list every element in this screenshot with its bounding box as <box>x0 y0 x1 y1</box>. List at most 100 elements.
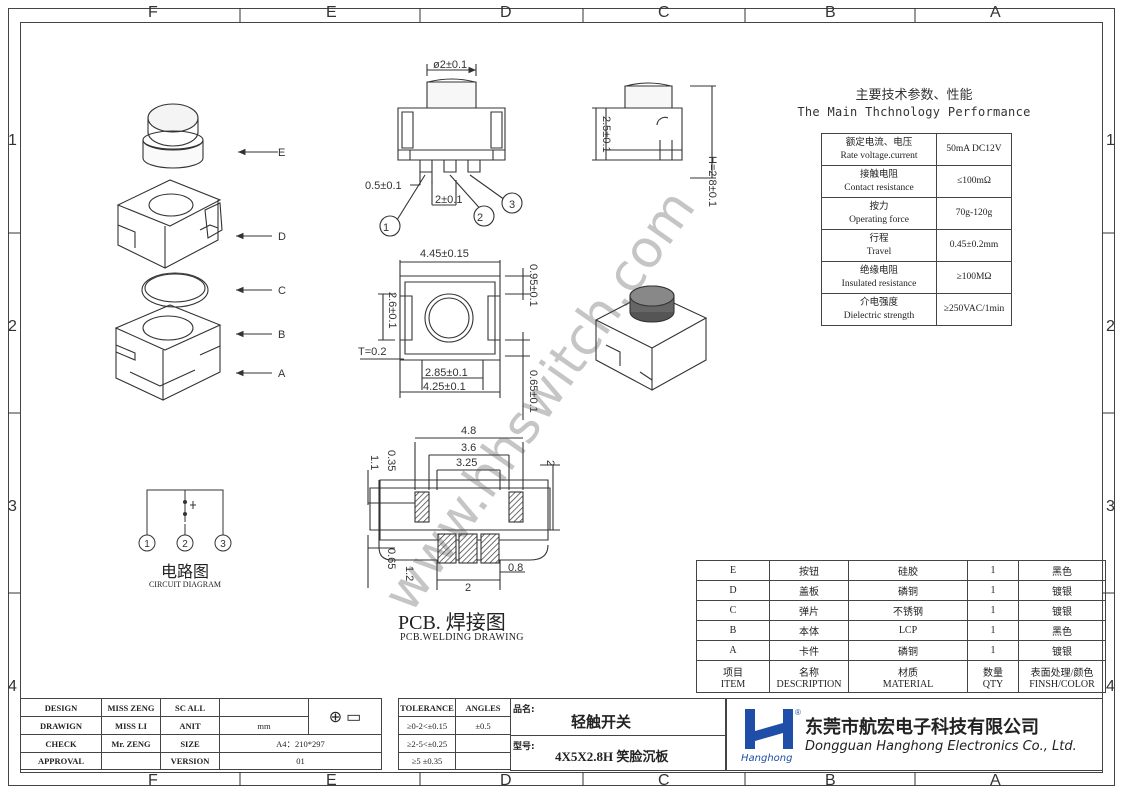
spec-cn: 接触电阻 <box>859 169 898 180</box>
inner-border <box>20 22 1103 773</box>
spec-row: 行程 Travel 0.45±0.2mm <box>821 229 1012 262</box>
company-name-cn: 东莞市航宏电子科技有限公司 <box>805 717 1039 738</box>
dim-text: 3.25 <box>456 457 477 469</box>
zone-col-bottom: A <box>990 772 1001 789</box>
dim-text: 2.6±0.1 <box>386 292 398 329</box>
zone-col-top: A <box>990 4 1001 21</box>
zone-row-right: 3 <box>1106 498 1115 515</box>
part-b-body <box>114 304 222 401</box>
logo-text: Hanghong <box>741 753 793 764</box>
pin-num: 2 <box>477 212 483 224</box>
spec-en: Operating force <box>849 214 909 225</box>
outer-border <box>8 8 1115 786</box>
zone-col-bottom: C <box>658 772 670 789</box>
dim-text: 2.85±0.1 <box>425 367 468 379</box>
dim-text: 0.5±0.1 <box>365 180 402 192</box>
label-e: E <box>278 147 285 159</box>
dim-text: 4.25±0.1 <box>423 381 466 393</box>
pcb-title: PCB. 焊接图 <box>398 612 506 634</box>
spec-value: 70g-120g <box>936 197 1012 230</box>
spec-value: ≥250VAC/1min <box>936 293 1012 326</box>
spec-en: Dielectric strength <box>843 310 915 321</box>
dim-text: 4.45±0.15 <box>420 248 469 260</box>
dim-text: 1.2 <box>403 566 415 581</box>
spec-subtitle: The Main Thchnology Performance <box>797 105 1031 119</box>
pin-num: 1 <box>383 222 389 234</box>
dim-text: 4.8 <box>461 425 476 437</box>
zone-row-right: 4 <box>1106 678 1115 695</box>
pcb-subtitle: PCB.WELDING DRAWING <box>400 632 524 643</box>
dim-text: 2 <box>465 582 471 594</box>
side-view <box>592 82 716 179</box>
circuit-subtitle: CIRCUIT DIAGRAM <box>148 580 222 589</box>
plan-view <box>360 260 530 420</box>
iso-view <box>594 285 708 391</box>
spec-cn: 介电强度 <box>859 297 898 308</box>
front-view <box>379 64 523 237</box>
zone-col-bottom: F <box>148 772 158 789</box>
svg-text:®: ® <box>795 708 801 717</box>
model-label: 型号: <box>513 742 535 752</box>
pin-num: 3 <box>509 199 515 211</box>
spec-title: 主要技术参数、性能 <box>855 88 973 103</box>
circuit-symbol <box>138 489 232 552</box>
label-a: A <box>278 368 286 380</box>
dim-text: 0.65±0.1 <box>527 370 539 413</box>
spec-cn: 绝缘电阻 <box>859 265 898 276</box>
exploded-view <box>114 103 278 401</box>
spec-value: ≥100MΩ <box>936 261 1012 294</box>
circuit-title: 电路图 <box>160 562 209 581</box>
spec-value: ≤100mΩ <box>936 165 1012 198</box>
dim-text: 2.5±0.1 <box>600 116 612 153</box>
circuit-pin: 1 <box>144 539 150 550</box>
zone-row-left: 2 <box>8 318 17 335</box>
spec-row: 绝缘电阻 Insulated resistance ≥100MΩ <box>821 261 1012 294</box>
part-e-button <box>142 103 204 169</box>
label-b: B <box>278 329 285 341</box>
zone-col-top: B <box>825 4 836 21</box>
circuit-pin: 3 <box>220 539 226 550</box>
dim-text: 2±0.1 <box>435 194 462 206</box>
zone-row-left: 4 <box>8 678 17 695</box>
zone-row-right: 2 <box>1106 318 1115 335</box>
projection-icon: ⊕ ▭ <box>328 708 362 726</box>
spec-value: 0.45±0.2mm <box>936 229 1012 262</box>
dim-text: 0.95±0.1 <box>527 264 539 307</box>
zone-col-top: C <box>658 4 670 21</box>
part-c-dome <box>141 272 209 308</box>
dim-text: 0.35 <box>385 450 397 471</box>
product-model: 4X5X2.8H 笑脸沉板 <box>555 749 669 764</box>
label-c: C <box>278 285 286 297</box>
pcb-drawing <box>367 437 560 590</box>
company-block: ® Hanghong 东莞市航宏电子科技有限公司 Dongguan Hangho… <box>726 698 1103 771</box>
dim-text: T=0.2 <box>358 346 386 358</box>
spec-cn: 行程 <box>869 233 889 244</box>
company-logo-icon: ® <box>745 708 801 749</box>
circuit-pin: 2 <box>182 539 188 550</box>
dim-text: 2 <box>544 460 556 466</box>
zone-row-left: 1 <box>8 132 17 149</box>
zone-col-top: F <box>148 4 158 21</box>
product-name: 轻触开关 <box>571 713 632 731</box>
spec-en: Travel <box>866 246 892 257</box>
spec-row: 介电强度 Dielectric strength ≥250VAC/1min <box>821 293 1012 326</box>
zone-col-top: E <box>326 4 337 21</box>
zone-col-bottom: D <box>500 772 512 789</box>
spec-en: Insulated resistance <box>841 278 917 289</box>
spec-cn: 额定电流、电压 <box>845 137 913 148</box>
spec-value: 50mA DC12V <box>936 133 1012 166</box>
product-block: 品名: 轻触开关 型号: 4X5X2.8H 笑脸沉板 <box>510 698 727 771</box>
zone-row-right: 1 <box>1106 132 1115 149</box>
